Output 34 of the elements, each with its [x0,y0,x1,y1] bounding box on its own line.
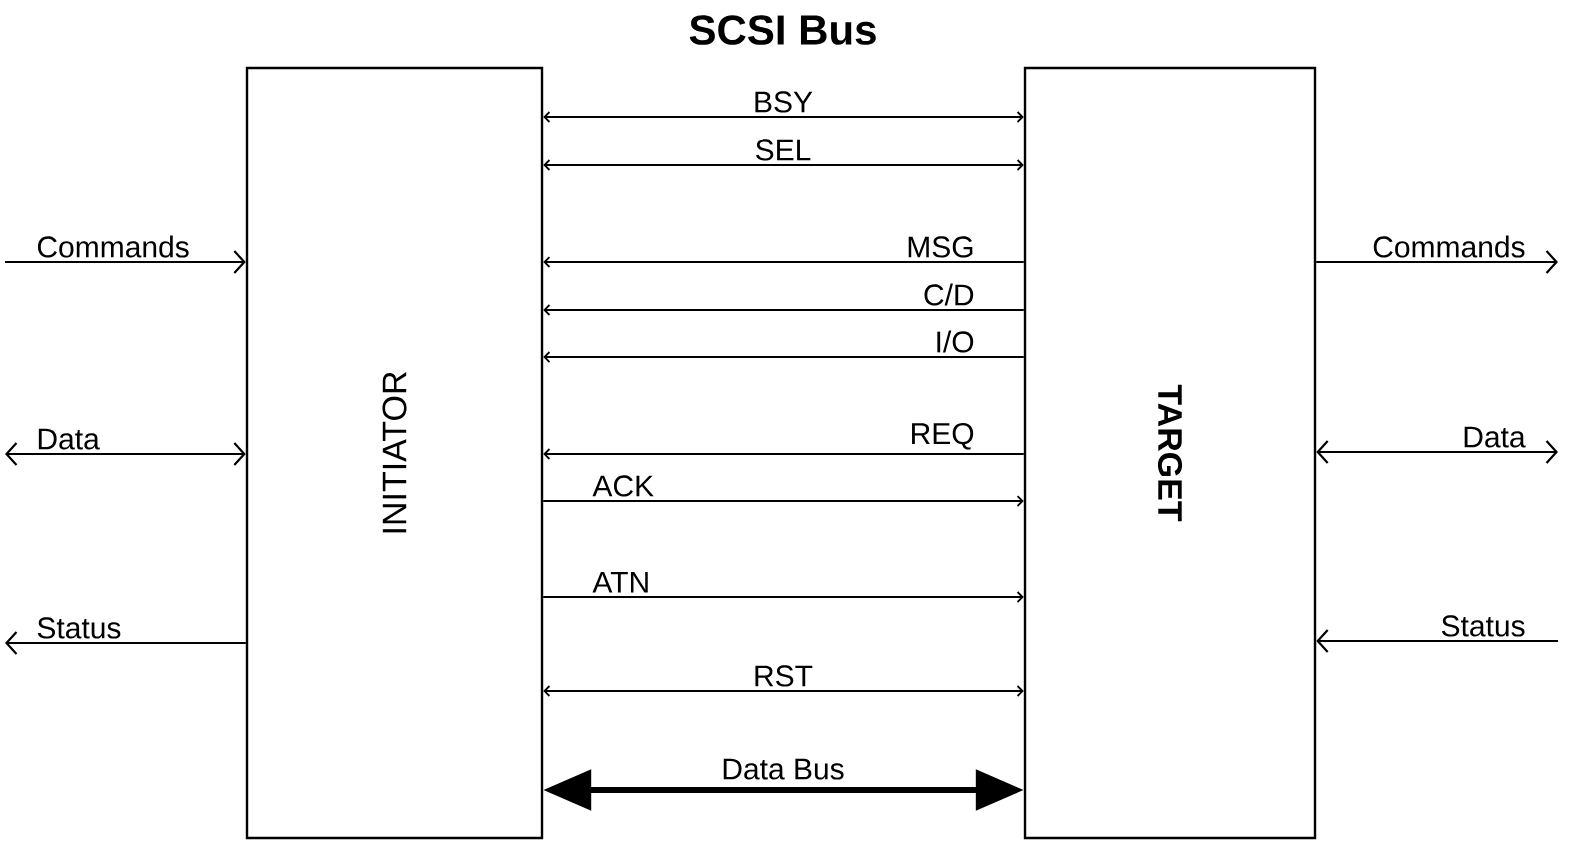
arrow [542,591,1024,603]
block-box: TARGET [1023,66,1317,840]
arrow [1316,629,1558,653]
arrow [543,111,1024,123]
edge-label: Commands [37,235,189,258]
arrow [5,250,246,274]
edge-label: ATN [592,571,648,593]
arrow [543,448,1025,460]
edge-label: SEL [756,139,811,161]
edge-label: Data [38,428,100,450]
arrow [1316,250,1558,274]
arrow [542,495,1024,507]
arrow [543,256,1025,268]
arrow [543,159,1024,171]
arrow [1316,440,1558,464]
edge-label: Status [1441,615,1525,637]
edge-label: C/D [924,283,974,306]
edge-label: RST [755,665,813,687]
block-box: INITIATOR [245,66,544,840]
edge-label: BSY [755,91,813,113]
edge-label: I/O [937,330,974,353]
edge-label: Data [1464,426,1526,448]
edge-label: REQ [912,423,974,450]
arrow [543,685,1024,697]
title: SCSI Bus [689,15,876,45]
arrow [5,631,246,655]
edge-label: Data Bus [723,758,844,780]
edge-label: Commands [1373,235,1525,258]
edge-label: Status [37,617,121,639]
arrow [5,442,246,466]
edge-label: MSG [908,236,973,258]
edge-label: ACK [592,475,654,497]
arrow [543,351,1025,363]
arrow [543,304,1025,316]
